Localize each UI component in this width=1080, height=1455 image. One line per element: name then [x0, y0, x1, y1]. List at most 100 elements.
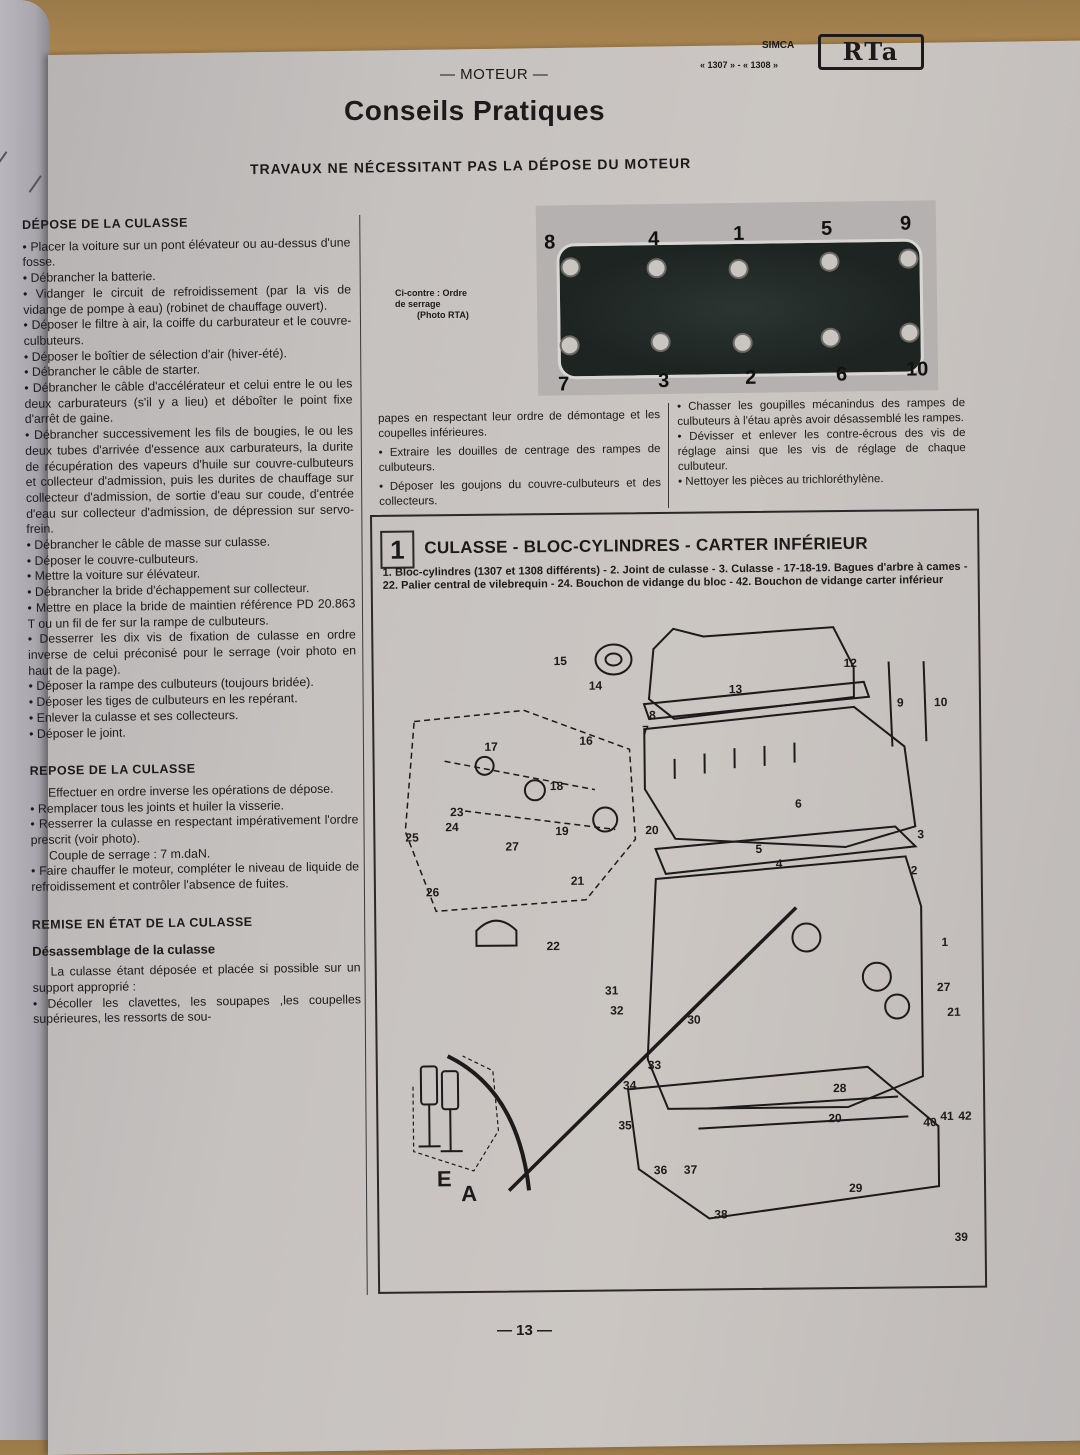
rta-logo: RTa: [818, 34, 924, 70]
svg-text:9: 9: [897, 695, 904, 709]
bolt-order-label: 3: [658, 370, 669, 393]
cylinder-head-photo: 8 4 1 5 9 7 3 2 6 10: [536, 200, 939, 396]
svg-text:27: 27: [505, 839, 519, 853]
svg-text:17: 17: [484, 740, 498, 754]
svg-text:34: 34: [623, 1078, 637, 1092]
brand-make: SIMCA: [762, 40, 794, 51]
page-title: Conseils Pratiques: [344, 95, 605, 127]
svg-text:15: 15: [553, 654, 567, 668]
right-column: Chasser les goupilles mécanindus des ram…: [677, 396, 966, 490]
svg-text:10: 10: [934, 695, 948, 709]
svg-text:29: 29: [849, 1181, 863, 1195]
svg-text:36: 36: [654, 1163, 668, 1177]
svg-text:31: 31: [605, 983, 619, 997]
list-item: Vidanger le circuit de refroidissement (…: [23, 282, 351, 318]
bolt-order-label: 4: [648, 228, 659, 251]
svg-text:7: 7: [642, 723, 649, 737]
svg-text:28: 28: [833, 1081, 847, 1095]
list-item: Resserrer la culasse en respectant impér…: [30, 813, 358, 849]
svg-text:21: 21: [947, 1005, 961, 1019]
svg-text:37: 37: [684, 1163, 698, 1177]
svg-text:39: 39: [955, 1230, 969, 1244]
list-item: Débrancher le câble d'accélérateur et ce…: [24, 376, 353, 428]
svg-text:21: 21: [571, 874, 585, 888]
svg-text:30: 30: [687, 1013, 701, 1027]
svg-text:27: 27: [937, 980, 951, 994]
svg-text:38: 38: [714, 1207, 728, 1221]
section-kicker: — MOTEUR —: [440, 66, 548, 83]
bolt-icon: [650, 332, 670, 352]
svg-text:8: 8: [649, 708, 656, 722]
svg-text:26: 26: [426, 885, 440, 899]
svg-text:20: 20: [645, 823, 659, 837]
bolt-order-label: 10: [906, 358, 929, 381]
bolt-icon: [820, 328, 840, 348]
list-item: papes en respectant leur ordre de démont…: [378, 408, 660, 442]
bolt-order-label: 5: [821, 218, 832, 241]
engine-diagram-svg: E A 1 2 3 4 5 6 7 8 9 10 12 13 14: [373, 606, 985, 1292]
svg-text:13: 13: [729, 682, 743, 696]
list-item: Chasser les goupilles mécanindus des ram…: [677, 396, 965, 430]
svg-text:35: 35: [618, 1118, 632, 1132]
bolt-order-label: 8: [544, 232, 555, 255]
figure-number: 1: [380, 531, 414, 569]
bolt-icon: [898, 248, 918, 268]
list-item: Débrancher successivement les fils de bo…: [25, 424, 355, 538]
rocker-cover-shape: [648, 627, 854, 719]
figure-legend: 1. Bloc-cylindres (1307 et 1308 différen…: [383, 561, 968, 593]
remise-intro: La culasse étant déposée et placée si po…: [32, 961, 360, 997]
bolt-order-label: 9: [900, 213, 911, 236]
list-item: Desserrer les dix vis de fixation de cul…: [28, 628, 357, 680]
svg-text:24: 24: [445, 820, 459, 834]
caption-line: (Photo RTA): [395, 310, 469, 321]
bolt-order-label: 1: [733, 223, 744, 246]
svg-text:18: 18: [550, 779, 564, 793]
svg-text:5: 5: [755, 842, 762, 856]
column-divider: [668, 403, 669, 508]
svg-text:23: 23: [450, 805, 464, 819]
engine-exploded-diagram: E A 1 2 3 4 5 6 7 8 9 10 12 13 14: [373, 606, 985, 1292]
list-item: Mettre en place la bride de maintien réf…: [27, 596, 355, 632]
valve-label-a: A: [461, 1181, 477, 1206]
list-item: Déposer les goujons du couvre-culbuteurs…: [379, 476, 661, 510]
photo-caption: Ci-contre : Ordre de serrage (Photo RTA): [395, 288, 469, 321]
svg-text:6: 6: [795, 796, 802, 810]
left-column: DÉPOSE DE LA CULASSE Placer la voiture s…: [22, 213, 361, 1028]
depose-heading: DÉPOSE DE LA CULASSE: [22, 213, 350, 233]
column-divider: [359, 215, 368, 1295]
svg-text:2: 2: [911, 863, 918, 877]
list-item: Faire chauffer le moteur, compléter le n…: [31, 860, 359, 896]
bolt-icon: [646, 258, 666, 278]
svg-text:22: 22: [546, 939, 560, 953]
svg-text:20: 20: [828, 1111, 842, 1125]
page-number: — 13 —: [497, 1322, 552, 1339]
remise-subheading: Désassemblage de la culasse: [32, 939, 360, 959]
exploded-view-figure: 1 CULASSE - BLOC-CYLINDRES - CARTER INFÉ…: [370, 509, 987, 1294]
svg-text:12: 12: [844, 656, 858, 670]
brand-block: SIMCA « 1307 » - « 1308 » RTa: [700, 40, 930, 90]
svg-text:32: 32: [610, 1003, 624, 1017]
bolt-order-label: 7: [558, 373, 569, 396]
svg-text:40: 40: [923, 1115, 937, 1129]
list-item: Déposer le filtre à air, la coiffe du ca…: [23, 314, 351, 350]
page-subtitle: TRAVAUX NE NÉCESSITANT PAS LA DÉPOSE DU …: [250, 155, 691, 177]
svg-text:42: 42: [958, 1109, 972, 1123]
list-item: Nettoyer les pièces au trichloréthylène.: [678, 471, 966, 490]
list-item: Décoller les clavettes, les soupapes ,le…: [33, 992, 361, 1028]
caption-line: Ci-contre : Ordre: [395, 288, 469, 299]
valve-label-e: E: [437, 1166, 452, 1191]
list-item: Dévisser et enlever les contre-écrous de…: [677, 426, 966, 475]
list-item: Placer la voiture sur un pont élévateur …: [22, 235, 350, 271]
bolt-icon: [728, 259, 748, 279]
caption-line: de serrage: [395, 299, 469, 310]
middle-column: papes en respectant leur ordre de démont…: [378, 408, 661, 514]
callout-numbers: 1 2 3 4 5 6 7 8 9 10 12 13 14 15 16 17 1: [403, 650, 973, 1250]
svg-text:14: 14: [589, 679, 603, 693]
svg-text:33: 33: [648, 1058, 662, 1072]
svg-text:41: 41: [940, 1109, 954, 1123]
svg-text:25: 25: [405, 831, 419, 845]
svg-text:3: 3: [917, 827, 924, 841]
svg-text:4: 4: [776, 857, 783, 871]
bolt-order-label: 2: [745, 367, 756, 390]
